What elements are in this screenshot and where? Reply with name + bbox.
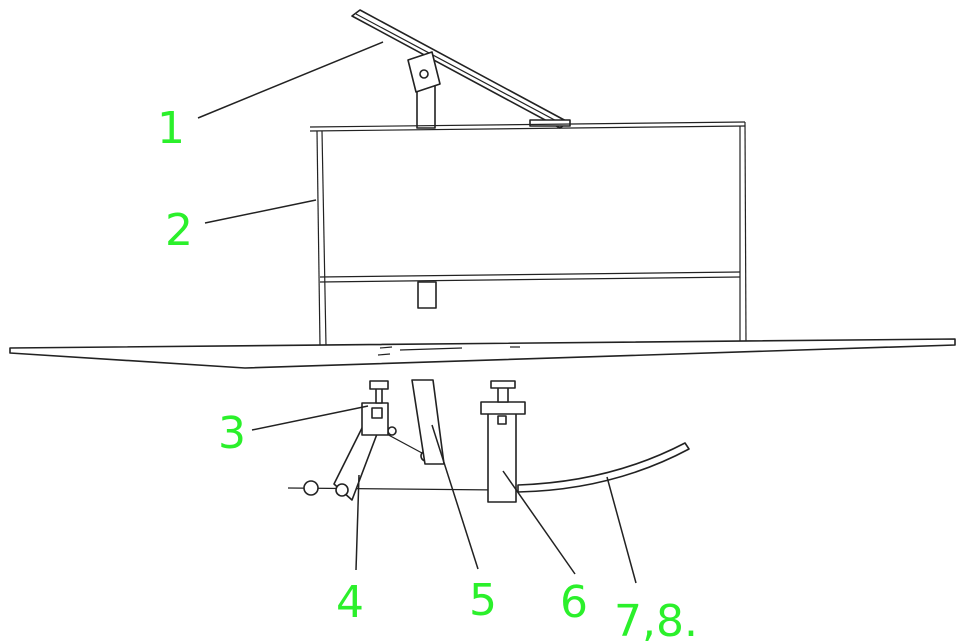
- vertical-shaft: [411, 379, 445, 465]
- label-6: 6: [560, 577, 588, 628]
- lever-bolt: [335, 483, 349, 497]
- linkage-mechanism: [287, 379, 690, 503]
- pivot-bolt: [419, 69, 429, 79]
- tilted-panel-assembly: [351, 9, 571, 129]
- end-nut: [303, 480, 319, 496]
- label-5: 5: [469, 575, 497, 626]
- label-1: 1: [157, 103, 185, 154]
- guide-post: [487, 411, 517, 503]
- callout-labels: 1 2 3 4 5 6 7,8.: [157, 103, 698, 643]
- shaft-slot: [417, 281, 437, 309]
- frame-box: [309, 121, 747, 355]
- label-4: 4: [336, 577, 364, 628]
- label-7-8: 7,8.: [614, 596, 698, 643]
- label-2: 2: [165, 205, 193, 256]
- base-plate: [9, 338, 956, 369]
- leader-lines: [197, 41, 637, 584]
- label-3: 3: [218, 408, 246, 459]
- curved-rod: [517, 442, 690, 493]
